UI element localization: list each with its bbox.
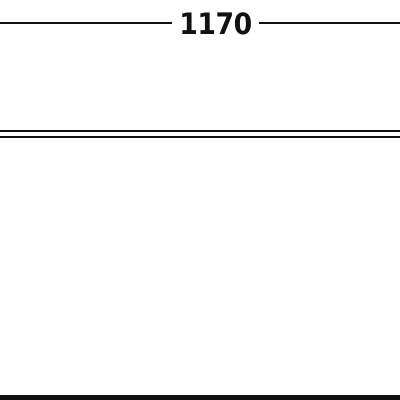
base-line	[0, 395, 400, 400]
dimension-line-right	[259, 22, 400, 24]
edge-line-lower	[0, 136, 400, 138]
dimension-label: 1170	[179, 7, 252, 41]
dimension-line-left	[0, 22, 172, 24]
edge-line-upper	[0, 130, 400, 132]
